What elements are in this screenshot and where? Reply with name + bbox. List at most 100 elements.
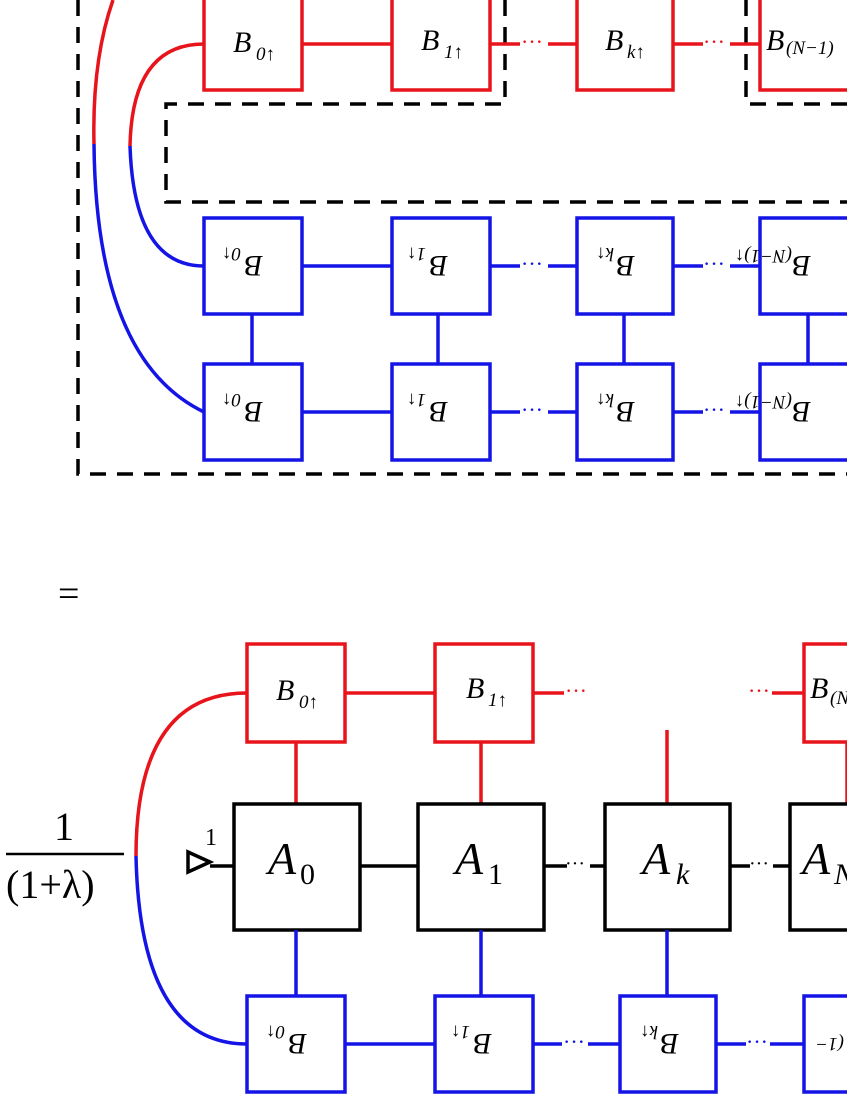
top-inner-loop-blue — [128, 145, 205, 268]
top-down1-dots-2: ··· — [703, 251, 725, 276]
svg-text:B: B — [793, 395, 811, 428]
a-box-0 — [232, 802, 362, 932]
top-down2-label-k: B k↑ — [596, 389, 635, 428]
left-boundary-index: 1 — [205, 825, 217, 851]
top-up-box-1 — [390, 0, 492, 92]
svg-text:B: B — [617, 395, 635, 428]
prefactor-denominator: (1+λ) — [6, 862, 95, 907]
svg-text:1↑: 1↑ — [451, 1021, 470, 1042]
svg-text:k↑: k↑ — [640, 1021, 658, 1042]
svg-text:(N−1): (N−1) — [786, 38, 834, 59]
bottom-up-box-1 — [433, 642, 535, 744]
top-up-label-n: B (N−1) — [766, 24, 834, 59]
inner-dashed-box-right — [744, 0, 847, 106]
a-label-1: A 1 — [452, 833, 503, 891]
top-down1-box-1 — [390, 216, 492, 316]
svg-text:0↑: 0↑ — [266, 1021, 285, 1042]
bottom-up-box-0 — [245, 642, 347, 744]
top-up-box-n — [758, 0, 847, 92]
svg-text:A: A — [799, 833, 831, 884]
bottom-up-dots-2: ··· — [748, 678, 770, 703]
bottom-down-box-0 — [245, 994, 347, 1094]
svg-text:B: B — [793, 249, 811, 282]
svg-text:k↑: k↑ — [596, 389, 614, 410]
top-down1-label-0: B 0↑ — [222, 243, 263, 282]
top-down1-label-n: B (N−1)↑ — [735, 245, 811, 282]
top-outer-loop-red — [92, 0, 115, 145]
a-dots-1: ··· — [565, 853, 585, 875]
svg-text:B: B — [617, 249, 635, 282]
svg-text:B: B — [430, 395, 448, 428]
svg-text:B: B — [276, 674, 294, 707]
top-down1-dots-1: ··· — [521, 251, 543, 276]
inner-dashed-box — [164, 0, 847, 204]
equals-sign: = — [58, 573, 79, 615]
svg-text:B: B — [245, 395, 263, 428]
svg-text:N: N — [833, 858, 847, 891]
svg-text:1↑: 1↑ — [407, 243, 426, 264]
bottom-loop-red — [134, 691, 248, 857]
left-boundary-triangle-icon — [186, 849, 215, 875]
svg-text:A: A — [639, 833, 671, 884]
bottom-loop-blue — [134, 855, 248, 1046]
top-down2-dots-2: ··· — [703, 397, 725, 422]
svg-text:k: k — [676, 858, 690, 891]
svg-text:B: B — [661, 1027, 679, 1060]
bottom-up-label-n: B (N — [810, 672, 847, 709]
svg-text:(1−: (1− — [815, 1033, 844, 1054]
top-up-dots-1: ··· — [521, 29, 543, 54]
top-up-label-1: B 1↑ — [421, 24, 463, 63]
bottom-down-dots-2: ··· — [746, 1029, 768, 1054]
bottom-down-label-0: B 0↑ — [266, 1021, 307, 1060]
top-down1-box-n — [758, 216, 847, 316]
bottom-up-label-1: B 1↑ — [466, 672, 507, 711]
svg-text:(N−1)↑: (N−1)↑ — [735, 391, 792, 412]
bottom-down-box-k — [618, 994, 718, 1094]
svg-text:A: A — [452, 833, 484, 884]
bottom-down-box-1 — [433, 994, 535, 1094]
svg-text:B: B — [233, 26, 251, 59]
top-down2-box-0 — [202, 362, 304, 462]
svg-text:0↑: 0↑ — [299, 692, 318, 713]
svg-text:(N−1)↑: (N−1)↑ — [735, 245, 792, 266]
top-down2-box-k — [575, 362, 675, 462]
bottom-down-label-n: (1− — [815, 1033, 844, 1054]
a-box-n — [788, 802, 847, 932]
svg-text:B: B — [766, 24, 784, 57]
top-down1-box-0 — [202, 216, 304, 316]
svg-text:B: B — [466, 672, 484, 705]
svg-text:A: A — [265, 833, 297, 884]
svg-text:(N: (N — [830, 688, 847, 709]
bottom-down-dots-1: ··· — [563, 1029, 585, 1054]
top-down1-box-k — [575, 216, 675, 316]
bottom-up-box-n — [802, 642, 847, 744]
svg-text:0: 0 — [300, 858, 315, 891]
top-down2-label-n: B (N−1)↑ — [735, 391, 811, 428]
a-label-k: A k — [639, 833, 690, 891]
svg-text:0↑: 0↑ — [222, 243, 241, 264]
top-down2-label-1: B 1↑ — [407, 389, 448, 428]
top-up-box-k — [575, 0, 675, 92]
top-inner-loop-red — [128, 42, 205, 147]
svg-text:1↑: 1↑ — [488, 690, 507, 711]
a-label-0: A 0 — [265, 833, 315, 891]
top-down2-box-n — [758, 362, 847, 462]
bottom-up-dots-1: ··· — [565, 678, 587, 703]
bottom-down-label-1: B 1↑ — [451, 1021, 492, 1060]
svg-text:B: B — [245, 249, 263, 282]
top-up-dots-2: ··· — [703, 29, 725, 54]
svg-text:0↑: 0↑ — [222, 389, 241, 410]
top-down2-label-0: B 0↑ — [222, 389, 263, 428]
svg-text:0↑: 0↑ — [256, 44, 275, 65]
bottom-down-box-n — [802, 994, 847, 1094]
top-up-box-0 — [202, 0, 304, 92]
a-dots-2: ··· — [749, 853, 769, 875]
svg-text:1↑: 1↑ — [444, 42, 463, 63]
prefactor-numerator: 1 — [54, 804, 74, 849]
svg-text:B: B — [289, 1027, 307, 1060]
svg-text:B: B — [430, 249, 448, 282]
outer-dashed-box — [76, 0, 847, 476]
top-down2-box-1 — [390, 362, 492, 462]
svg-text:1: 1 — [488, 858, 503, 891]
svg-text:B: B — [421, 24, 439, 57]
